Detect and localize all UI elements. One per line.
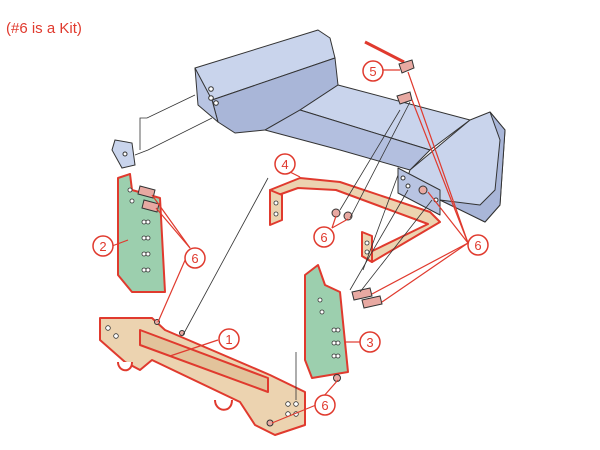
svg-text:6: 6 (191, 251, 198, 266)
part-1-crossbar (99, 317, 306, 436)
mounting-clip (111, 139, 136, 169)
svg-text:6: 6 (321, 398, 328, 413)
callout-3: 3 (359, 331, 381, 353)
callout-1: 1 (218, 328, 240, 350)
callout-6-center: 6 (313, 226, 335, 248)
callout-6-left: 6 (184, 247, 206, 269)
part-6-hardware (137, 185, 428, 427)
svg-text:6: 6 (474, 238, 481, 253)
callout-2: 2 (92, 235, 114, 257)
svg-text:5: 5 (369, 64, 376, 79)
callout-6-right: 6 (467, 234, 489, 256)
kit-note: (#6 is a Kit) (6, 20, 82, 37)
assembly-guide-lines (134, 94, 433, 400)
svg-text:6: 6 (320, 230, 327, 245)
svg-text:1: 1 (225, 332, 232, 347)
callout-5: 5 (362, 60, 384, 82)
callout-4: 4 (274, 153, 296, 175)
callout-leaders (111, 69, 469, 424)
callout-6-bottom: 6 (314, 394, 336, 416)
svg-text:2: 2 (99, 239, 106, 254)
part-3-bracket (304, 264, 349, 379)
svg-text:3: 3 (366, 335, 373, 350)
svg-text:4: 4 (281, 157, 288, 172)
